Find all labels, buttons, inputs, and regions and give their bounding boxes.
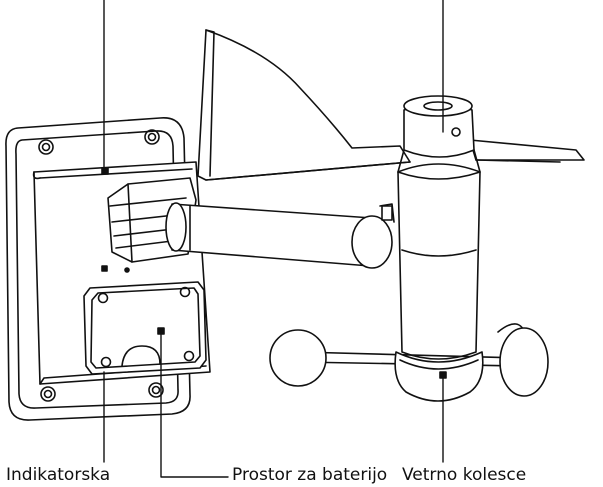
cup-hub bbox=[394, 351, 484, 402]
cup-right bbox=[499, 327, 549, 397]
cup-left bbox=[269, 329, 327, 387]
screw-top-left bbox=[38, 139, 54, 155]
leader-battery bbox=[160, 330, 229, 478]
wind-vane bbox=[197, 29, 585, 181]
screw-top-right bbox=[144, 129, 160, 145]
screw-bottom-right bbox=[148, 382, 164, 398]
small-button bbox=[101, 265, 108, 272]
label-battery-compartment: Prostor za baterijo bbox=[232, 465, 388, 485]
label-wind-cups: Vetrno kolesce bbox=[402, 465, 527, 485]
indicator-led bbox=[101, 167, 109, 175]
vertical-mast bbox=[397, 95, 481, 360]
label-indicator: Indikatorska bbox=[6, 465, 111, 485]
support-arm bbox=[165, 202, 395, 269]
wind-cups bbox=[269, 323, 549, 402]
leader-lines bbox=[103, 0, 444, 478]
battery-compartment bbox=[83, 281, 207, 375]
screw-bottom-left bbox=[40, 386, 56, 402]
